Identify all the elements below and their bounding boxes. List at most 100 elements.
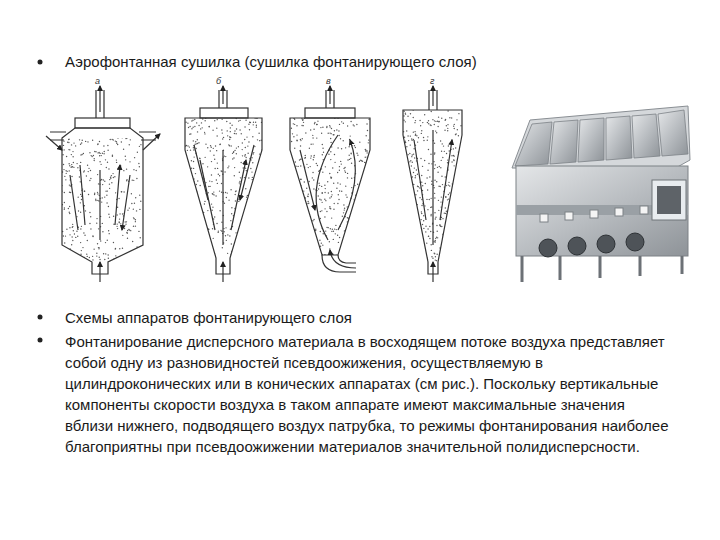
particle xyxy=(199,212,200,213)
particle xyxy=(191,120,192,121)
particle xyxy=(102,197,103,198)
particle xyxy=(337,147,338,148)
particle xyxy=(294,124,295,125)
particle xyxy=(325,166,326,167)
particle xyxy=(350,158,351,159)
particle xyxy=(431,111,432,112)
particle xyxy=(331,191,332,192)
particle xyxy=(76,125,77,126)
particle xyxy=(300,165,301,166)
particle xyxy=(336,188,337,189)
particle xyxy=(194,223,195,224)
particle xyxy=(427,140,428,141)
particle xyxy=(209,186,210,187)
particle xyxy=(366,210,367,211)
particle xyxy=(299,231,300,232)
particle xyxy=(313,188,314,189)
particle xyxy=(453,155,454,156)
particle xyxy=(329,206,330,207)
particle xyxy=(260,212,261,213)
particle xyxy=(188,127,189,128)
particle xyxy=(196,204,197,205)
particle xyxy=(239,238,240,239)
particle xyxy=(408,140,409,141)
particle xyxy=(313,129,314,130)
particle xyxy=(448,145,449,146)
particle xyxy=(135,221,136,222)
particle xyxy=(115,248,116,249)
particle xyxy=(329,208,330,209)
particle xyxy=(204,157,205,158)
particle xyxy=(212,256,213,257)
particle xyxy=(344,209,345,210)
particle xyxy=(122,256,123,257)
particle xyxy=(355,147,356,148)
particle xyxy=(232,261,233,262)
particle xyxy=(304,228,305,229)
particle xyxy=(106,202,107,203)
particle xyxy=(248,123,249,124)
particle xyxy=(449,213,450,214)
particle xyxy=(420,219,421,220)
particle xyxy=(404,193,405,194)
particle xyxy=(403,158,404,159)
particle xyxy=(304,250,305,251)
particle xyxy=(80,154,81,155)
particle xyxy=(314,155,315,156)
particle xyxy=(297,222,298,223)
particle xyxy=(196,243,197,244)
particle xyxy=(445,176,446,177)
particle xyxy=(324,198,325,199)
particle xyxy=(96,218,97,219)
particle xyxy=(347,177,348,178)
particle xyxy=(453,159,454,160)
particle xyxy=(369,157,370,158)
particles xyxy=(290,117,371,258)
particle xyxy=(133,259,134,260)
particle xyxy=(435,130,436,131)
particle xyxy=(442,184,443,185)
particle xyxy=(293,136,294,137)
particle xyxy=(125,138,126,139)
particle xyxy=(191,225,192,226)
particle xyxy=(135,135,136,136)
particle xyxy=(199,158,200,159)
particle xyxy=(403,177,404,178)
particle xyxy=(72,156,73,157)
particle xyxy=(129,161,130,162)
particle xyxy=(193,161,194,162)
particle xyxy=(256,125,257,126)
particle xyxy=(458,135,459,136)
particle xyxy=(451,250,452,251)
particle xyxy=(414,131,415,132)
particle xyxy=(260,184,261,185)
particle xyxy=(256,228,257,229)
particle xyxy=(328,133,329,134)
particle xyxy=(444,130,445,131)
particle xyxy=(69,212,70,213)
particle xyxy=(407,135,408,136)
particle xyxy=(413,225,414,226)
particle xyxy=(186,238,187,239)
particle xyxy=(414,122,415,123)
particle xyxy=(441,176,442,177)
particle xyxy=(89,120,90,121)
particle xyxy=(109,183,110,184)
particle xyxy=(434,152,435,153)
particle xyxy=(103,253,104,254)
particle xyxy=(348,237,349,238)
particle xyxy=(436,132,437,133)
particle xyxy=(430,154,431,155)
particle xyxy=(251,200,252,201)
particle xyxy=(211,161,212,162)
particle xyxy=(421,175,422,176)
particle xyxy=(457,259,458,260)
particle xyxy=(435,256,436,257)
particle xyxy=(199,211,200,212)
particle xyxy=(95,199,96,200)
particle xyxy=(242,142,243,143)
particle xyxy=(428,236,429,237)
particle xyxy=(211,210,212,211)
particle xyxy=(208,186,209,187)
particle xyxy=(347,217,348,218)
